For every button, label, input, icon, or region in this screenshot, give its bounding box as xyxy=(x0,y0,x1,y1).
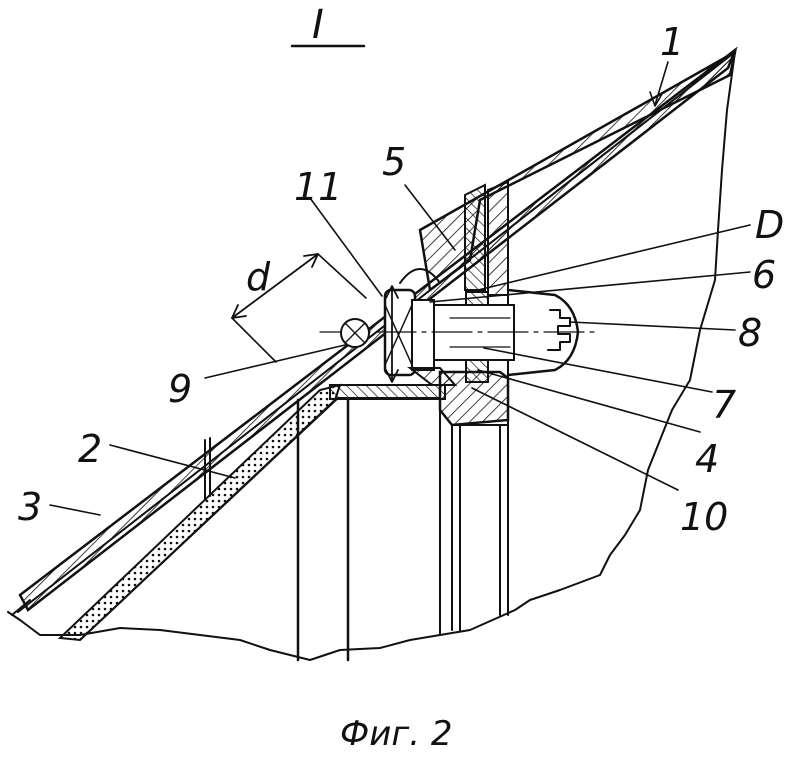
callout-7: 7 xyxy=(712,383,736,427)
callout-9: 9 xyxy=(168,367,192,411)
detail-mark: I xyxy=(312,2,324,48)
callout-4: 4 xyxy=(695,437,719,481)
callout-3: 3 xyxy=(18,485,42,529)
bracket-5-right xyxy=(488,182,508,295)
casing-top-strip xyxy=(330,385,445,399)
spacer-strip xyxy=(410,368,455,385)
callout-5: 5 xyxy=(382,140,406,184)
bracket-5 xyxy=(465,185,485,290)
callout-6: 6 xyxy=(752,253,776,297)
dimension-d-label: d xyxy=(246,255,271,299)
callout-1: 1 xyxy=(660,20,684,64)
callout-8: 8 xyxy=(738,311,762,355)
figure-caption: Фиг. 2 xyxy=(340,714,452,754)
callout-2: 2 xyxy=(78,427,102,471)
callout-D: D xyxy=(755,203,784,247)
callout-11: 11 xyxy=(294,165,342,209)
callout-10: 10 xyxy=(680,495,728,539)
